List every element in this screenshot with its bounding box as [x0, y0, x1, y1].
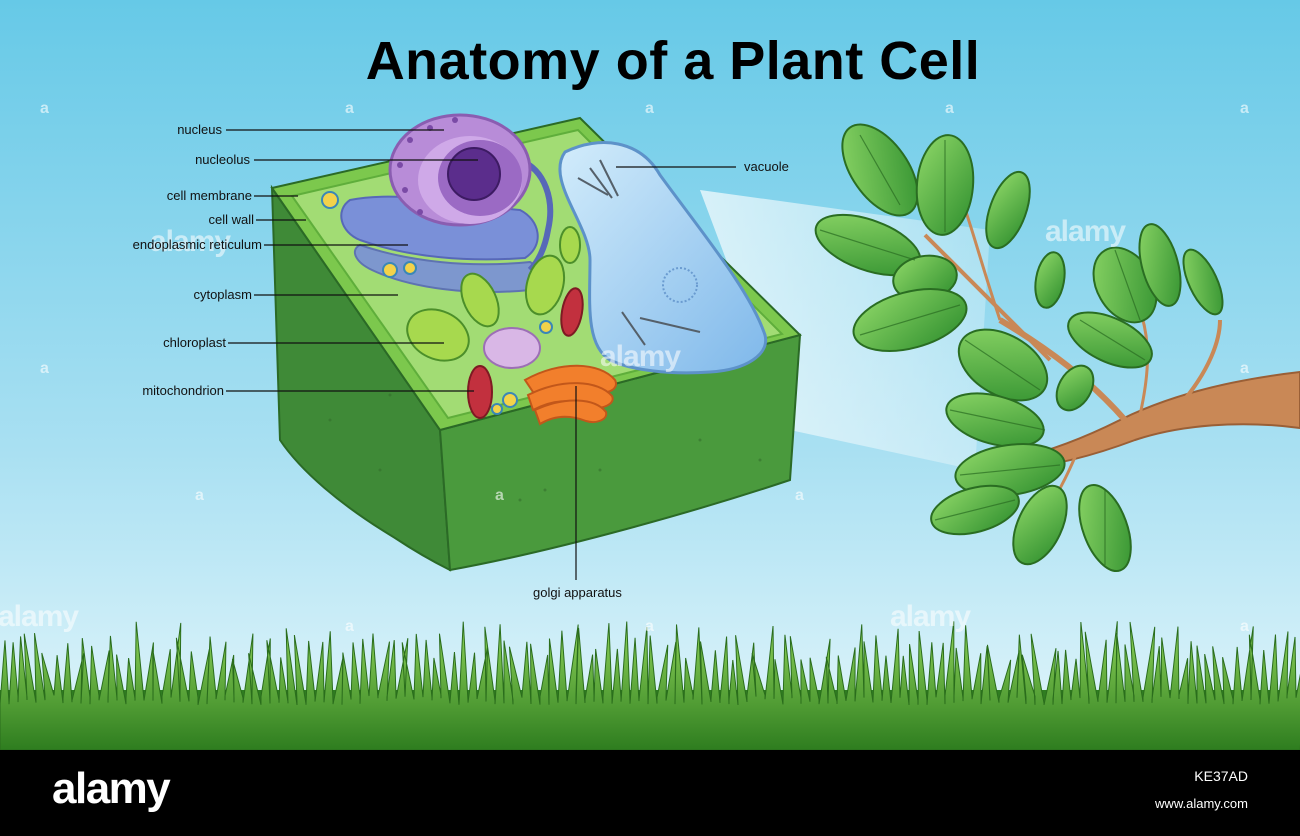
label-mitochondrion: mitochondrion: [142, 383, 224, 399]
watermark-letter: a: [645, 100, 654, 118]
watermark-letter: a: [345, 100, 354, 118]
label-cytoplasm: cytoplasm: [193, 287, 252, 303]
watermark-letter: a: [795, 487, 804, 505]
nucleolus: [448, 148, 500, 200]
watermark-letter: a: [1240, 360, 1249, 378]
label-nucleolus: nucleolus: [195, 152, 250, 168]
nucleus: [390, 115, 530, 225]
watermark-letter: a: [345, 618, 354, 636]
label-cell-wall: cell wall: [208, 212, 254, 228]
label-nucleus: nucleus: [177, 122, 222, 138]
watermark: alamy: [1045, 215, 1125, 249]
footer-image-id: KE37AD: [1194, 768, 1248, 784]
watermark-letter: a: [495, 487, 504, 505]
watermark-letter: a: [40, 360, 49, 378]
watermark: alamy: [0, 600, 78, 634]
watermark-letter: a: [645, 618, 654, 636]
watermark-letter: a: [945, 100, 954, 118]
footer-bar: [0, 750, 1300, 836]
watermark: alamy: [600, 340, 680, 374]
label-vacuole: vacuole: [744, 159, 789, 175]
label-cell-membrane: cell membrane: [167, 188, 252, 204]
footer-logo: alamy: [52, 764, 169, 814]
label-chloroplast: chloroplast: [163, 335, 226, 351]
watermark-letter: a: [195, 487, 204, 505]
watermark: alamy: [890, 600, 970, 634]
watermark-letter: a: [1240, 100, 1249, 118]
watermark-letter: a: [40, 100, 49, 118]
page-title: Anatomy of a Plant Cell: [0, 30, 1300, 92]
golgi-apparatus: [525, 366, 616, 424]
vesicle: [484, 328, 540, 368]
label-endoplasmic-reticulum: endoplasmic reticulum: [133, 237, 262, 253]
label-golgi-apparatus: golgi apparatus: [533, 585, 622, 601]
footer-url: www.alamy.com: [1155, 796, 1248, 811]
watermark-letter: a: [1240, 618, 1249, 636]
